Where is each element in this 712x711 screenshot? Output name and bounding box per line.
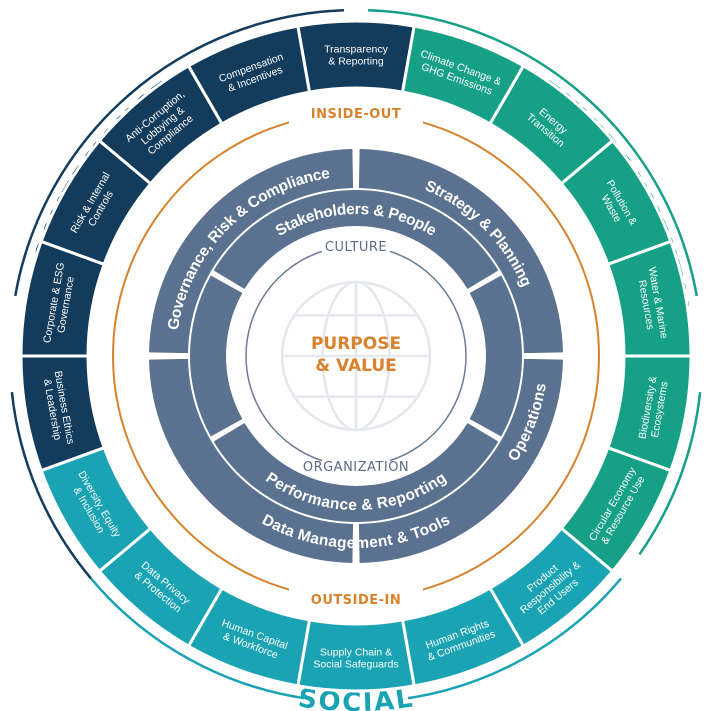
topic-label-line: Transparency xyxy=(324,44,389,56)
topic-segment: Human Rights& Communities xyxy=(400,586,526,688)
topic-segment: Transparency& Reporting xyxy=(296,19,416,94)
topic-segment: Supply Chain &Social Safeguards xyxy=(296,618,416,693)
capability-outer-segment xyxy=(149,358,354,563)
outside-in-label: OUTSIDE-IN xyxy=(311,593,401,608)
organization-label: ORGANIZATION xyxy=(303,460,409,475)
topic-label: Supply Chain &Social Safeguards xyxy=(313,647,398,671)
direction-arc-left xyxy=(112,121,290,591)
environmental-arc-lower xyxy=(638,392,702,556)
capability-inner-segment xyxy=(213,190,499,290)
globe-icon xyxy=(280,280,432,432)
culture-label: CULTURE xyxy=(325,240,387,255)
culture-arc-left xyxy=(245,250,323,462)
capability-outer-segment xyxy=(149,149,354,354)
topic-segment: Circular Economy& Resource Use xyxy=(559,445,673,574)
governance-arc xyxy=(14,8,344,297)
topic-segment: Compensation& Incentives xyxy=(186,24,312,126)
topic-segment: Diversity, Equity& Inclusion xyxy=(39,445,153,574)
topic-segment: Water & MarineResources xyxy=(605,239,693,358)
direction-arc-right xyxy=(422,121,600,591)
direction-ring: INSIDE-OUT OUTSIDE-IN xyxy=(112,107,600,608)
center-title-line1: PURPOSE xyxy=(311,334,401,354)
culture-ring: CULTURE ORGANIZATION xyxy=(245,240,467,475)
capability-outer-segment xyxy=(358,149,563,354)
governance-arc-lower xyxy=(10,392,92,580)
topic-segment: Risk & InternalControls xyxy=(39,138,153,267)
topic-label-line: Social Safeguards xyxy=(313,659,398,671)
capability-inner-segment xyxy=(213,422,499,522)
topic-segment: Business Ethics& Leadership xyxy=(19,354,107,473)
capability-outer-segment xyxy=(358,358,563,563)
topic-segment: Corporate & ESGGovernance xyxy=(19,239,107,358)
topic-label: Transparency& Reporting xyxy=(324,44,389,68)
center-core: PURPOSE & VALUE xyxy=(280,280,432,432)
center-title-line2: & VALUE xyxy=(315,356,397,376)
topic-segment: ProductResponsibility &End Users xyxy=(487,526,615,649)
topic-label-line: & Reporting xyxy=(328,56,384,68)
topic-segment-shape xyxy=(186,24,312,126)
social-label-backing xyxy=(304,688,408,711)
culture-arc-right xyxy=(389,250,467,462)
environmental-arc xyxy=(368,8,698,297)
topic-segment: Data Privacy& Protection xyxy=(97,526,225,649)
topic-segment: EnergyTransition xyxy=(487,63,615,186)
topic-segment: Human Capital& Workforce xyxy=(186,586,312,688)
topic-segment: Climate Change &GHG Emissions xyxy=(400,24,526,126)
outer-topic-ring: Transparency& Reporting Climate Change &G… xyxy=(19,19,693,693)
inside-out-label: INSIDE-OUT xyxy=(311,107,401,122)
capability-inner-segment xyxy=(189,275,243,437)
topic-label-line: Supply Chain & xyxy=(320,647,392,659)
topic-segment: Anti-Corruption,Lobbying &Compliance xyxy=(97,63,225,186)
capability-inner-segment xyxy=(469,275,522,437)
topic-segment: Biodiversity &Ecosystems xyxy=(605,354,693,473)
